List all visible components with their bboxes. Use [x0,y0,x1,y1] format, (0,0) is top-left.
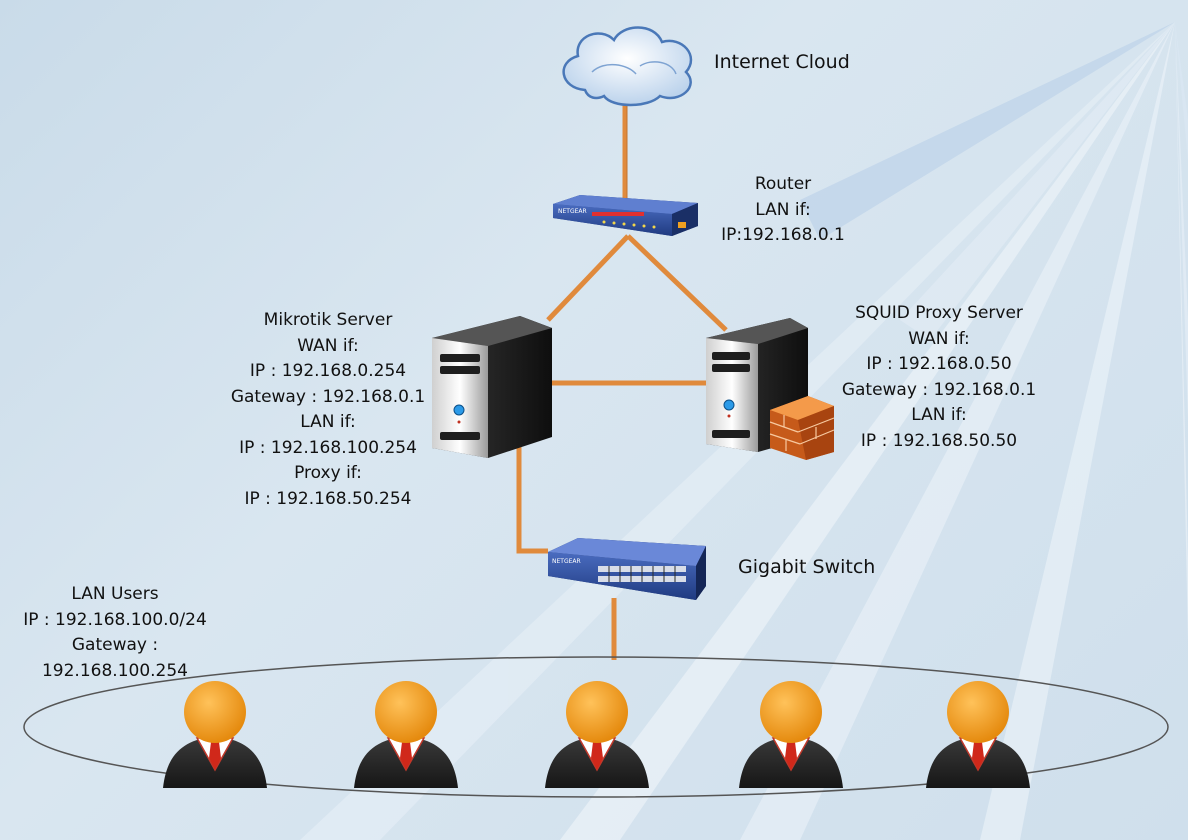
user-icon [163,681,267,788]
squid-title: SQUID Proxy Server [855,303,1023,323]
link-router-squid [626,234,728,332]
mikrotik-server-icon [432,316,552,458]
internet-cloud-label: Internet Cloud [714,51,850,73]
lan-users-gateway-ip: 192.168.100.254 [41,660,188,681]
lan-users-ip: IP : 192.168.100.0/24 [23,609,207,630]
mikrotik-proxy-if: Proxy if: [294,463,362,483]
firewall-icon [769,396,835,460]
mikrotik-proxy-ip: IP : 192.168.50.254 [244,488,412,509]
router-lan-if: LAN if: [755,199,811,220]
lan-users-label: LAN Users IP : 192.168.100.0/24 Gateway … [20,582,210,684]
gigabit-switch-label: Gigabit Switch [738,556,876,578]
user-icon [926,681,1030,788]
mikrotik-lan-ip: IP : 192.168.100.254 [239,437,417,458]
router-brand: NETGEAR [558,208,587,215]
router-title: Router [754,174,812,194]
switch-brand: NETGEAR [552,558,581,565]
squid-wan-if: WAN if: [908,328,970,349]
squid-label: SQUID Proxy Server WAN if: IP : 192.168.… [840,301,1038,454]
lan-users-gateway-label: Gateway : [71,635,159,655]
cloud-icon [562,26,693,107]
gigabit-switch-icon: NETGEAR [548,538,706,600]
squid-wan-ip: IP : 192.168.0.50 [866,354,1012,374]
lan-users-ellipse [23,656,1169,798]
link-mikrotik-switch [516,440,548,554]
user-icon [739,681,843,788]
mikrotik-wan-if: WAN if: [297,335,359,356]
mikrotik-label: Mikrotik Server WAN if: IP : 192.168.0.2… [228,308,428,512]
mikrotik-title: Mikrotik Server [263,310,393,330]
router-ip: IP:192.168.0.1 [721,225,845,245]
mikrotik-lan-if: LAN if: [300,412,356,432]
link-router-mikrotik [546,234,630,322]
squid-gateway: Gateway : 192.168.0.1 [841,379,1037,400]
mikrotik-wan-ip: IP : 192.168.0.254 [249,361,407,381]
lan-users-group [163,681,1030,788]
link-lines [516,96,728,660]
user-icon [354,681,458,788]
squid-lan-if: LAN if: [911,405,967,425]
lan-users-title: LAN Users [71,584,159,604]
router-icon: NETGEAR [553,195,698,236]
squid-lan-ip: IP : 192.168.50.50 [860,430,1018,451]
mikrotik-gateway: Gateway : 192.168.0.1 [230,386,426,407]
user-icon [545,681,649,788]
router-label: Router LAN if: IP:192.168.0.1 [718,172,848,249]
